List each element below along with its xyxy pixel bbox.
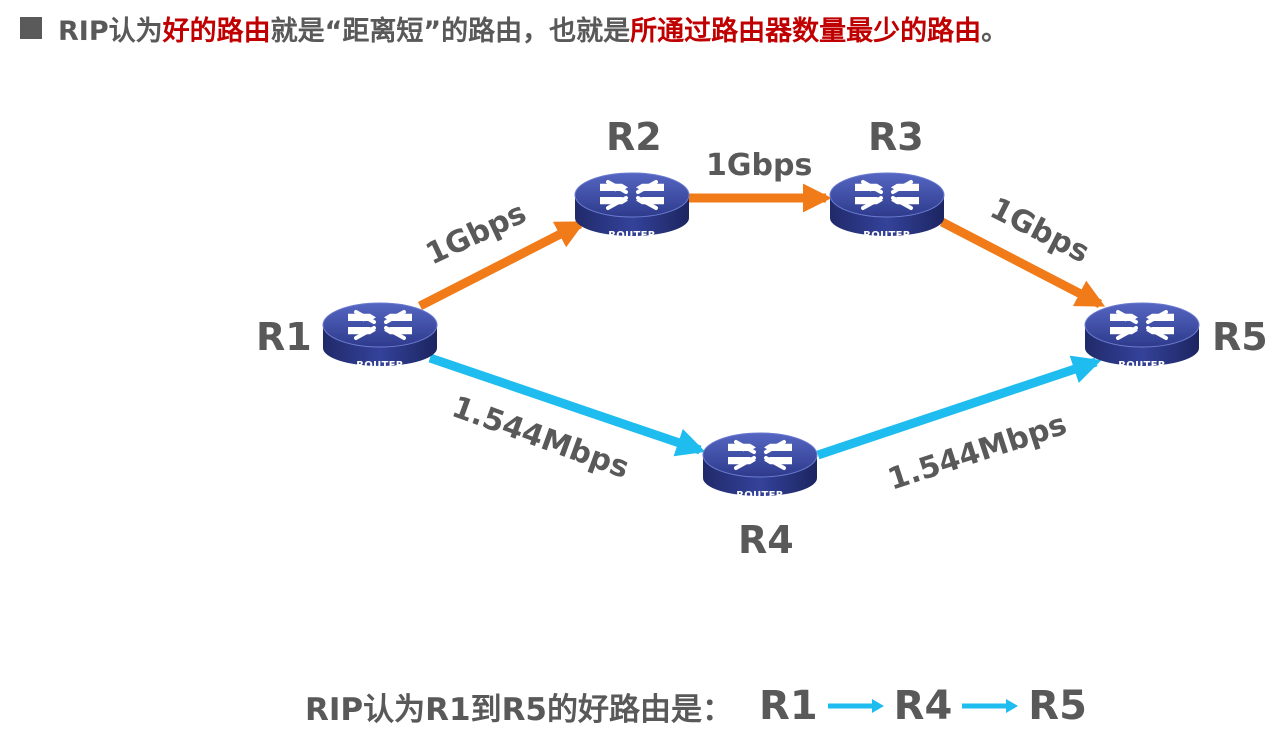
headline-highlight-2: 所通过路由器数量最少的路由 — [630, 15, 982, 47]
path-node-1: R1 — [759, 683, 818, 729]
headline-part-1: RIP认为 — [58, 15, 163, 47]
headline-part-3: 。 — [981, 15, 1009, 47]
path-node-3: R5 — [1028, 683, 1087, 729]
headline-part-2: 就是“距离短”的路由，也就是 — [270, 15, 631, 47]
conclusion-caption: RIP认为R1到R5的好路由是： — [305, 691, 734, 728]
router-label: ROUTER — [736, 490, 783, 501]
router-name-r3: R3 — [868, 115, 924, 159]
router-label: ROUTER — [356, 360, 403, 371]
router-r3: ROUTER — [828, 171, 946, 241]
router-label: ROUTER — [863, 230, 910, 241]
bullet-square-icon — [20, 17, 42, 39]
arrow-right-icon — [827, 699, 884, 713]
router-icon — [321, 301, 439, 368]
router-r5: ROUTER — [1083, 301, 1201, 371]
path-node-2: R4 — [893, 683, 953, 729]
router-name-r5: R5 — [1212, 315, 1268, 359]
conclusion: RIP认为R1到R5的好路由是： R1 R4 R5 — [305, 676, 1087, 736]
link-r1-r2 — [417, 219, 586, 311]
router-label: ROUTER — [1118, 360, 1165, 371]
link-label-r1-r4: 1.544Mbps — [447, 390, 633, 486]
headline-highlight-1: 好的路由 — [162, 15, 271, 47]
router-name-r4: R4 — [738, 518, 794, 562]
headline: RIP认为好的路由就是“距离短”的路由，也就是所通过路由器数量最少的路由。 — [20, 6, 1008, 50]
router-icon — [573, 171, 691, 238]
router-name-r1: R1 — [256, 315, 312, 359]
router-r4: ROUTER — [701, 431, 819, 501]
arrow-right-icon — [962, 699, 1019, 713]
router-icon — [701, 431, 819, 498]
router-label: ROUTER — [608, 230, 655, 241]
link-r4-r5 — [816, 355, 1102, 460]
link-label-r2-r3: 1Gbps — [706, 148, 812, 183]
link-r3-r5 — [939, 218, 1106, 308]
router-r2: ROUTER — [573, 171, 691, 241]
router-icon — [828, 171, 946, 238]
router-r1: ROUTER — [321, 301, 439, 371]
link-r1-r4 — [428, 353, 706, 457]
link-label-r3-r5: 1Gbps — [984, 191, 1095, 270]
router-name-r2: R2 — [606, 115, 662, 159]
router-icon — [1083, 301, 1201, 368]
